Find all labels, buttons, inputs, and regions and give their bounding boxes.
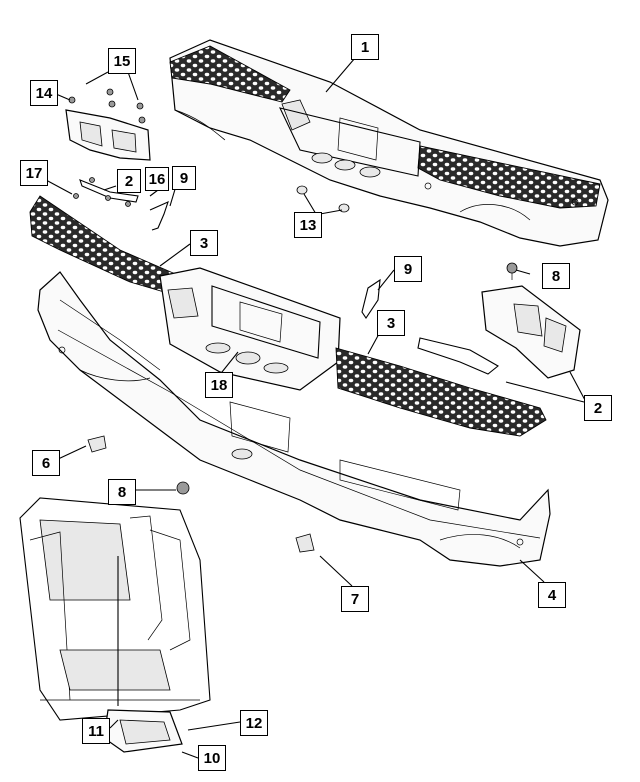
callout-8-left[interactable]: 8 [108, 479, 136, 505]
assembled-bumper-top [169, 39, 609, 247]
inset-truck-step [19, 497, 211, 753]
fastener-clips [87, 435, 315, 553]
bumper-fascia [37, 271, 551, 567]
callout-4[interactable]: 4 [538, 582, 566, 608]
callout-10[interactable]: 10 [198, 745, 226, 771]
callout-18[interactable]: 18 [205, 372, 233, 398]
callout-3-lower[interactable]: 3 [377, 310, 405, 336]
callout-15[interactable]: 15 [108, 48, 136, 74]
callout-2-upper[interactable]: 2 [117, 169, 141, 193]
callout-9-lower[interactable]: 9 [394, 256, 422, 282]
callout-14[interactable]: 14 [30, 80, 58, 106]
callout-6[interactable]: 6 [32, 450, 60, 476]
callout-7[interactable]: 7 [341, 586, 369, 612]
callout-13[interactable]: 13 [294, 212, 322, 238]
callout-2-lower[interactable]: 2 [584, 395, 612, 421]
callout-3-upper[interactable]: 3 [190, 230, 218, 256]
callout-12[interactable]: 12 [240, 710, 268, 736]
upper-bracket-hardware [65, 88, 169, 231]
callout-17[interactable]: 17 [20, 160, 48, 186]
callout-8-right[interactable]: 8 [542, 263, 570, 289]
callout-1[interactable]: 1 [351, 34, 379, 60]
callout-11[interactable]: 11 [82, 718, 110, 744]
right-bracket [361, 262, 581, 379]
clips-13 [296, 185, 350, 213]
callout-9-upper[interactable]: 9 [172, 166, 196, 190]
step-pad [29, 195, 547, 437]
callout-16[interactable]: 16 [145, 167, 169, 191]
